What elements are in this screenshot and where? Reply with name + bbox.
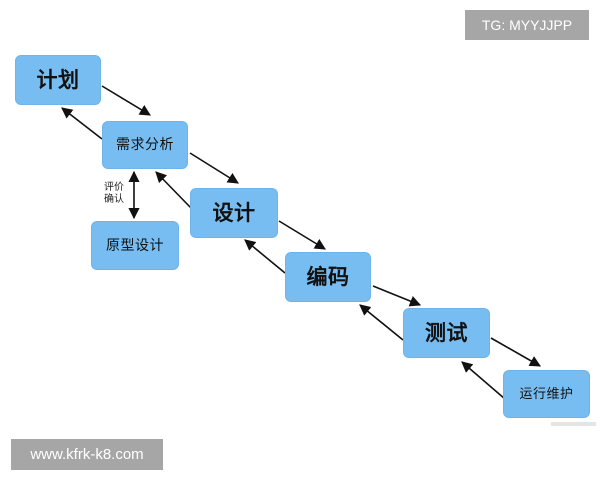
arrow-testing-to-operations <box>490 337 541 367</box>
edge-label-review-confirm: 评价 确认 <box>100 182 128 206</box>
watermark-top-right-text: TG: MYYJJPP <box>481 17 573 33</box>
node-operations-maintenance: 运行维护 <box>503 370 590 418</box>
watermark-bottom-left-text: www.kfrk-k8.com <box>30 446 144 463</box>
node-coding-label: 编码 <box>306 264 350 289</box>
arrow-requirements-to-plan <box>61 107 103 140</box>
watermark-top-right: TG: MYYJJPP <box>465 10 589 40</box>
node-requirements-analysis-label: 需求分析 <box>116 137 174 153</box>
node-testing: 测试 <box>403 308 490 358</box>
watermark-bottom-left: www.kfrk-k8.com <box>11 439 163 470</box>
arrow-operations-to-testing <box>461 361 506 400</box>
node-plan-label: 计划 <box>36 67 80 92</box>
edge-label-line-2: 确认 <box>104 194 124 205</box>
arrow-testing-to-coding <box>359 304 404 341</box>
arrow-coding-to-testing <box>372 285 422 307</box>
node-design-label: 设计 <box>212 200 256 225</box>
arrow-coding-to-design <box>244 239 286 274</box>
node-operations-maintenance-label: 运行维护 <box>519 386 574 402</box>
node-coding: 编码 <box>285 252 371 302</box>
node-prototype-design-label: 原型设计 <box>106 237 164 254</box>
node-plan: 计划 <box>15 55 101 105</box>
arrow-plan-to-requirements <box>101 85 151 116</box>
node-requirements-analysis: 需求分析 <box>102 121 188 169</box>
node-testing-label: 测试 <box>425 320 468 345</box>
arrow-design-to-requirements <box>155 171 192 209</box>
edge-label-line-1: 评价 <box>104 182 124 193</box>
arrow-design-to-coding <box>278 220 326 250</box>
node-design: 设计 <box>190 188 278 238</box>
node-prototype-design: 原型设计 <box>91 221 179 270</box>
arrow-requirements-to-design <box>189 152 239 184</box>
faint-source-mark <box>551 422 596 426</box>
